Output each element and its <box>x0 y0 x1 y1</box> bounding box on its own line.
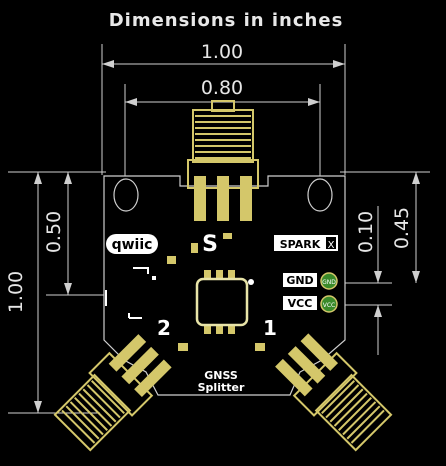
sma-connector-left <box>53 334 172 452</box>
board-name-line1: GNSS <box>204 369 238 382</box>
vcc-pad <box>320 295 338 313</box>
sparkx-logo-spark: SPARK <box>280 238 321 251</box>
qwiic-logo <box>106 234 158 254</box>
channel-1-label: 1 <box>263 316 277 340</box>
board-name-line2: Splitter <box>198 381 245 394</box>
arrow-up <box>64 172 72 184</box>
dim-width-label: 1.00 <box>201 41 243 63</box>
qwiic-logo-text: qwiic <box>112 237 153 253</box>
sparkx-logo <box>274 235 338 251</box>
dim-inner-label: 0.50 <box>43 211 65 253</box>
arrow-down <box>374 271 382 283</box>
arrow-down <box>412 271 420 283</box>
mounting-hole-left <box>113 178 139 212</box>
smd-pad <box>223 233 232 239</box>
smd-pad <box>178 343 188 351</box>
gnd-label-box <box>283 273 317 287</box>
arrow-down <box>34 401 42 413</box>
arrow-up <box>412 172 420 184</box>
arrow-right <box>333 60 345 68</box>
silk-corner-marks <box>105 267 156 319</box>
sma-connector-top <box>187 100 259 221</box>
vcc-label-box <box>283 296 317 310</box>
dim-right-b-label: 0.45 <box>391 207 413 249</box>
smd-pad <box>255 343 265 351</box>
diagram-title: Dimensions in inches <box>109 10 344 31</box>
gnd-pad-text: GND <box>322 279 336 286</box>
dim-right-a-label: 0.10 <box>355 211 377 253</box>
sma-connector-right <box>275 333 393 452</box>
arrow-up <box>34 172 42 184</box>
splitter-ic <box>195 270 254 334</box>
dim-hole-label: 0.80 <box>201 77 243 99</box>
arrow-up <box>374 305 382 317</box>
arrow-right <box>308 98 320 106</box>
dim-height-label: 1.00 <box>5 271 27 313</box>
gnd-pad <box>320 272 338 290</box>
smd-pad <box>167 256 176 264</box>
sparkx-logo-box <box>326 237 336 249</box>
arrow-left <box>102 60 114 68</box>
gnd-label: GND <box>286 274 313 287</box>
sparkx-logo-x: X <box>328 240 335 251</box>
vcc-pad-text: VCC <box>323 302 335 309</box>
vcc-label: VCC <box>288 297 313 310</box>
channel-2-label: 2 <box>157 316 171 340</box>
smd-pad <box>191 243 198 253</box>
s-mark: S <box>202 232 218 257</box>
arrow-down <box>64 283 72 295</box>
arrow-left <box>125 98 137 106</box>
mounting-hole-right <box>307 178 333 212</box>
